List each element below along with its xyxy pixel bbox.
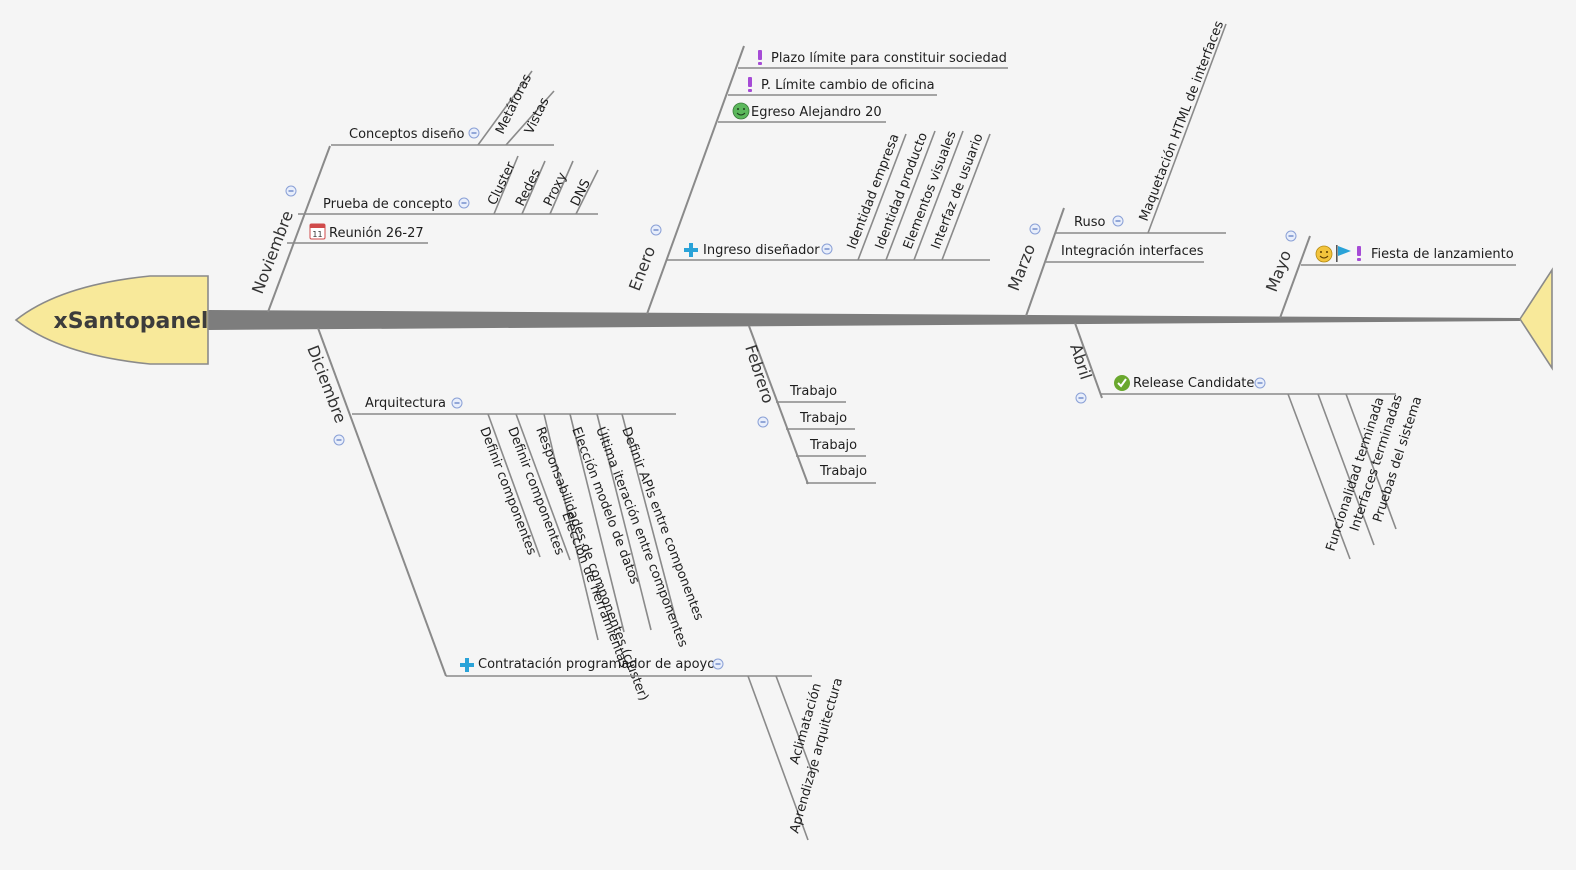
branch-diciembre: Diciembre Arquitectura Definir component… — [303, 327, 846, 841]
exclamation-icon — [758, 50, 762, 65]
exclamation-icon — [1357, 246, 1361, 261]
topic-reunion[interactable]: Reunión 26-27 — [329, 226, 424, 241]
branch-abril: Abril Release Candidate Funcionalidad te… — [1066, 322, 1425, 560]
branch-label-diciembre[interactable]: Diciembre — [303, 343, 350, 426]
branch-febrero: Febrero Trabajo Trabajo Trabajo Trabajo — [741, 325, 876, 485]
topic-arquitectura[interactable]: Arquitectura — [365, 396, 446, 411]
subtopic-vistas[interactable]: Vistas — [522, 95, 553, 137]
smiley-icon — [732, 102, 750, 120]
topic-fiesta-lanzamiento[interactable]: Fiesta de lanzamiento — [1371, 247, 1514, 262]
subtopic-proxy[interactable]: Proxy — [541, 170, 570, 209]
topic-p-limite[interactable]: P. Límite cambio de oficina — [761, 78, 935, 93]
branch-mayo: Mayo Fiesta de lanzamiento — [1262, 230, 1516, 319]
topic-integracion-interfaces[interactable]: Integración interfaces — [1061, 244, 1204, 259]
topic-ruso[interactable]: Ruso — [1074, 215, 1105, 230]
branch-noviembre: Noviembre Conceptos diseño Metáforas Vis… — [248, 70, 599, 313]
topic-plazo-limite[interactable]: Plazo límite para constituir sociedad — [771, 51, 1007, 66]
topic-contratacion[interactable]: Contratación programador de apoyo — [478, 657, 715, 672]
topic-ingreso-disenador[interactable]: Ingreso diseñador — [703, 243, 820, 258]
plus-icon — [684, 243, 698, 257]
topic-egreso[interactable]: Egreso Alejandro 20 — [751, 105, 882, 120]
exclamation-icon — [748, 77, 752, 92]
subtopic-redes[interactable]: Redes — [513, 166, 544, 208]
topic-trabajo-1[interactable]: Trabajo — [789, 384, 837, 399]
branch-enero: Enero Plazo límite para constituir socie… — [625, 45, 1008, 315]
flag-icon — [1336, 245, 1351, 262]
branch-label-abril[interactable]: Abril — [1066, 341, 1095, 382]
branch-label-enero[interactable]: Enero — [625, 244, 659, 294]
smiley-icon — [1315, 245, 1333, 263]
spine — [208, 310, 1520, 330]
topic-release-candidate[interactable]: Release Candidate — [1133, 376, 1254, 391]
branch-label-febrero[interactable]: Febrero — [741, 342, 778, 405]
tail-shape — [1519, 267, 1553, 371]
subtopic-dns[interactable]: DNS — [568, 177, 594, 209]
subtopic-maquetacion-html[interactable]: Maquetación HTML de interfaces — [1137, 19, 1228, 224]
topic-trabajo-4[interactable]: Trabajo — [819, 464, 867, 479]
branch-label-marzo[interactable]: Marzo — [1004, 241, 1039, 293]
calendar-icon: 11 — [309, 223, 326, 240]
plus-icon — [460, 658, 474, 672]
calendar-day: 11 — [312, 230, 322, 239]
topic-trabajo-3[interactable]: Trabajo — [809, 438, 857, 453]
topic-prueba-de-concepto[interactable]: Prueba de concepto — [323, 197, 453, 212]
check-icon — [1114, 375, 1130, 391]
topic-trabajo-2[interactable]: Trabajo — [799, 411, 847, 426]
topic-conceptos-diseno[interactable]: Conceptos diseño — [349, 127, 464, 142]
head-shape[interactable] — [14, 275, 209, 365]
head-title[interactable]: xSantopanel — [54, 309, 209, 334]
branch-marzo: Marzo Ruso Maquetación HTML de interface… — [1004, 19, 1228, 317]
